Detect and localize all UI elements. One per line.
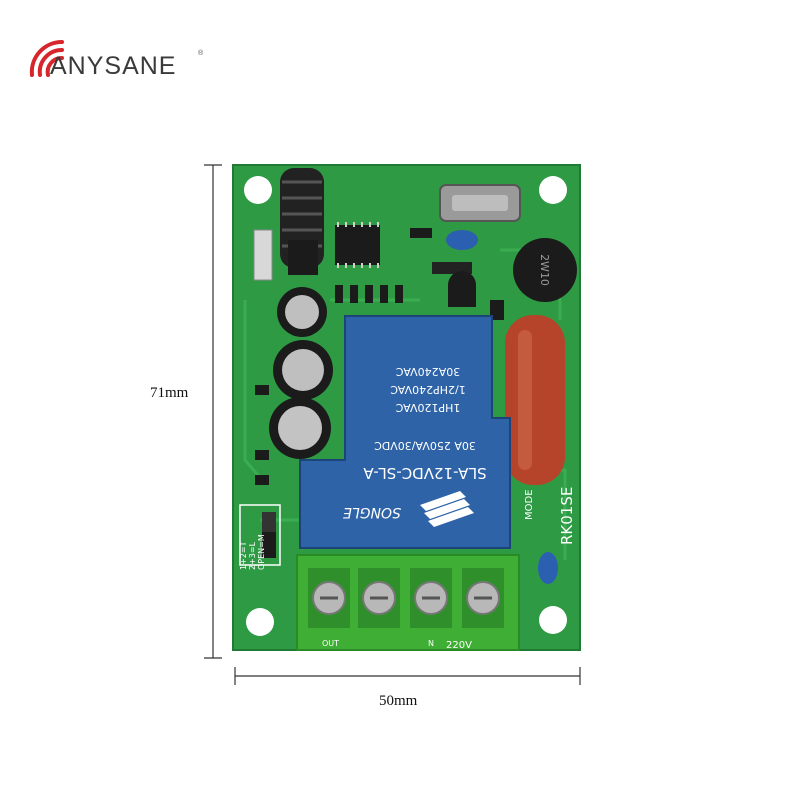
terminal-block xyxy=(296,554,520,651)
rectifier-label: 2W10 xyxy=(538,254,551,286)
relay-rating-1: 30A 250VA/30VDC xyxy=(374,439,476,452)
blue-capacitor xyxy=(538,552,558,584)
relay-brand: SONGLE xyxy=(343,504,401,520)
brand-name: ANYSANE xyxy=(50,52,177,80)
ic-chip xyxy=(335,225,380,265)
mounting-holes xyxy=(244,176,567,636)
width-dimension-label: 50mm xyxy=(379,693,418,709)
relay-rating-4: 30A240VAC xyxy=(396,365,461,378)
jumper-label-3: OPEN=M xyxy=(257,534,266,570)
terminal-n-label: N xyxy=(428,639,434,648)
learn-button xyxy=(253,229,273,281)
jumper-label-1: 1+2=T xyxy=(239,541,248,570)
relay-logo-icon xyxy=(420,491,474,527)
jumper-block xyxy=(239,504,281,566)
relay-rating-2: 1HP120VAC xyxy=(395,401,460,414)
voltage-label: 220V xyxy=(446,640,472,651)
film-capacitor xyxy=(505,315,565,485)
terminal-out-label: OUT xyxy=(322,639,339,648)
bridge-rectifier xyxy=(513,238,577,302)
brand-logo-icon xyxy=(29,39,64,77)
width-dimension-line xyxy=(234,667,581,685)
relay-rating-3: 1/2HP240VAC xyxy=(390,383,466,396)
board-model-label: RK01SE xyxy=(558,487,576,545)
relay xyxy=(299,315,511,549)
height-dimension-line xyxy=(204,164,222,659)
blue-capacitor xyxy=(446,230,478,250)
electrolytic-capacitors xyxy=(269,287,333,459)
jumper-label-2: 2+3=L xyxy=(248,541,257,570)
relay-model: SLA-12VDC-SL-A xyxy=(363,464,487,482)
mode-label: MODE xyxy=(524,489,535,520)
height-dimension-label: 71mm xyxy=(150,385,189,401)
registered-mark: ® xyxy=(198,50,204,57)
